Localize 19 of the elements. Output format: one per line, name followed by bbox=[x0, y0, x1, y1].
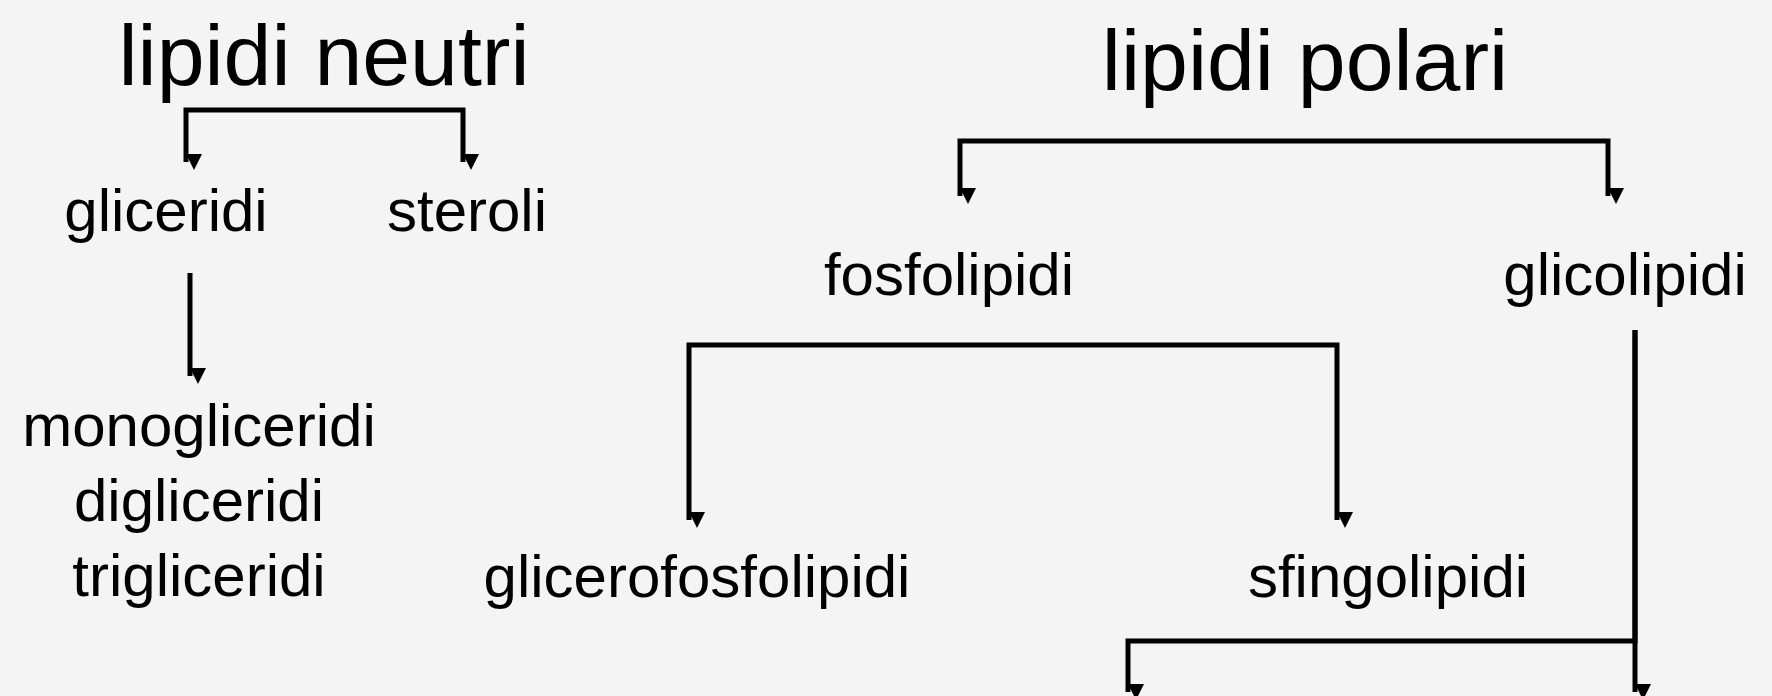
category-label: glicerofosfolipidi bbox=[483, 542, 911, 612]
connector-arrow bbox=[183, 107, 327, 170]
connector-arrow bbox=[187, 270, 206, 384]
category-label: digliceridi bbox=[72, 466, 326, 536]
category-label: lipidi polari bbox=[1101, 11, 1509, 110]
connector-arrow bbox=[1302, 138, 1624, 204]
connector-arrow bbox=[957, 138, 1308, 204]
connector-arrow bbox=[321, 107, 479, 170]
category-label: lipidi neutri bbox=[118, 6, 530, 105]
category-label: sfingolipidi bbox=[1247, 542, 1529, 612]
category-label: glicolipidi bbox=[1503, 240, 1747, 310]
category-label: trigliceridi bbox=[71, 541, 327, 611]
connector-arrow bbox=[946, 342, 1353, 528]
connector-arrow bbox=[686, 342, 952, 528]
category-label: gliceridi bbox=[64, 176, 268, 246]
category-label: fosfolipidi bbox=[823, 240, 1075, 310]
category-label: steroli bbox=[386, 176, 548, 246]
connector-arrow bbox=[1632, 330, 1651, 696]
category-label: monogliceridi bbox=[22, 391, 376, 461]
